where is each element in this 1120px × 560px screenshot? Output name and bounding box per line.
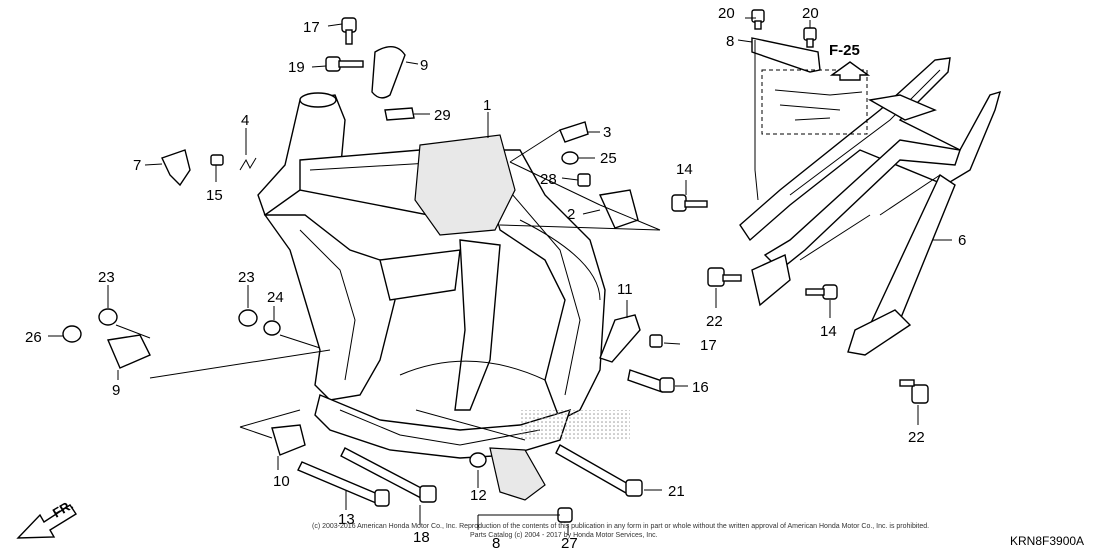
callout-7: 8 xyxy=(726,33,734,50)
callout-17-right: 17 xyxy=(700,337,717,354)
part-23-nut-a xyxy=(98,308,118,326)
callout-8: 8 xyxy=(492,535,500,552)
part-7-strap xyxy=(751,37,821,73)
part-14-bolt-top xyxy=(671,194,708,212)
part-26-grommet xyxy=(561,151,579,165)
part-4-spring xyxy=(239,157,257,171)
part-9-bracket-a xyxy=(107,334,151,369)
watermark-dots xyxy=(520,410,630,440)
callout-9-a: 9 xyxy=(112,382,120,399)
part-22-bolt-bottom xyxy=(899,379,929,404)
part-25-bolt xyxy=(557,507,573,523)
callout-labels: 17 19 9 29 1 4 7 15 3 25 28 2 14 20 20 8… xyxy=(25,5,1084,552)
callout-17-top: 17 xyxy=(303,19,320,36)
callout-3: 3 xyxy=(603,124,611,141)
part-10-link xyxy=(371,46,406,99)
callout-18: 18 xyxy=(413,529,430,546)
callout-20-a: 20 xyxy=(718,5,735,22)
callout-14-top: 14 xyxy=(676,161,693,178)
copyright-line-2: Parts Catalog (c) 2004 - 2017 by Honda M… xyxy=(470,532,658,539)
subframe-drawing xyxy=(739,57,1002,356)
part-3-clip xyxy=(559,121,589,143)
callout-15: 15 xyxy=(206,187,223,204)
copyright-line-1: (c) 2003-2016 American Honda Motor Co., … xyxy=(312,523,929,530)
callout-20-b: 20 xyxy=(802,5,819,22)
callout-10: 9 xyxy=(420,57,428,74)
callout-19: 19 xyxy=(288,59,305,76)
reference-f25: F-25 xyxy=(829,42,860,59)
callout-5: 7 xyxy=(133,157,141,174)
callout-11: 11 xyxy=(617,281,633,298)
part-12-collar xyxy=(469,452,487,468)
part-8-guard xyxy=(489,447,546,501)
part-27-nut xyxy=(62,325,82,343)
leader-lines xyxy=(48,17,952,535)
callout-27: 26 xyxy=(25,329,42,346)
part-29-label xyxy=(384,107,415,121)
callout-21: 21 xyxy=(668,483,685,500)
part-24-washer xyxy=(263,320,281,336)
part-17-bolt-right xyxy=(649,334,663,348)
callout-12: 12 xyxy=(470,487,487,504)
part-21-bolt xyxy=(555,444,631,494)
callout-29: 29 xyxy=(434,107,451,124)
callout-24: 24 xyxy=(267,289,284,306)
part-22-bolt-mid xyxy=(707,267,742,287)
callout-26: 25 xyxy=(600,150,617,167)
part-19-bolt xyxy=(325,56,364,72)
callout-22-bottom: 22 xyxy=(908,429,925,446)
callout-28: 28 xyxy=(540,171,557,188)
front-direction-arrow xyxy=(16,504,77,539)
callout-25: 27 xyxy=(561,535,578,552)
part-20-bolt-b xyxy=(803,27,817,48)
part-2-bracket xyxy=(598,189,639,229)
part-9-bracket-b xyxy=(271,424,306,456)
part-11-link xyxy=(599,314,641,363)
callout-6: 6 xyxy=(958,232,966,249)
part-5-bracket xyxy=(161,149,191,187)
part-20-bolt-a xyxy=(751,9,765,30)
callout-23-b: 23 xyxy=(238,269,255,286)
callout-16: 16 xyxy=(692,379,709,396)
callout-9-b: 10 xyxy=(273,473,290,490)
callout-23-a: 23 xyxy=(98,269,115,286)
callout-13: 13 xyxy=(338,511,355,528)
diagram-code: KRN8F3900A xyxy=(1010,534,1084,548)
callout-2: 2 xyxy=(567,206,575,223)
part-14-bolt-mid xyxy=(805,284,838,300)
callout-4: 4 xyxy=(241,112,249,129)
part-28-bolt xyxy=(577,173,591,187)
part-15-nut xyxy=(210,154,224,166)
callout-14-mid: 14 xyxy=(820,323,837,340)
callout-1: 1 xyxy=(483,97,491,114)
main-frame-drawing xyxy=(257,92,630,459)
callout-22-mid: 22 xyxy=(706,313,723,330)
part-17-bolt-top xyxy=(341,17,357,45)
part-23-nut-b xyxy=(238,309,258,327)
reference-inset-box xyxy=(761,69,868,135)
reference-arrow xyxy=(829,61,871,81)
